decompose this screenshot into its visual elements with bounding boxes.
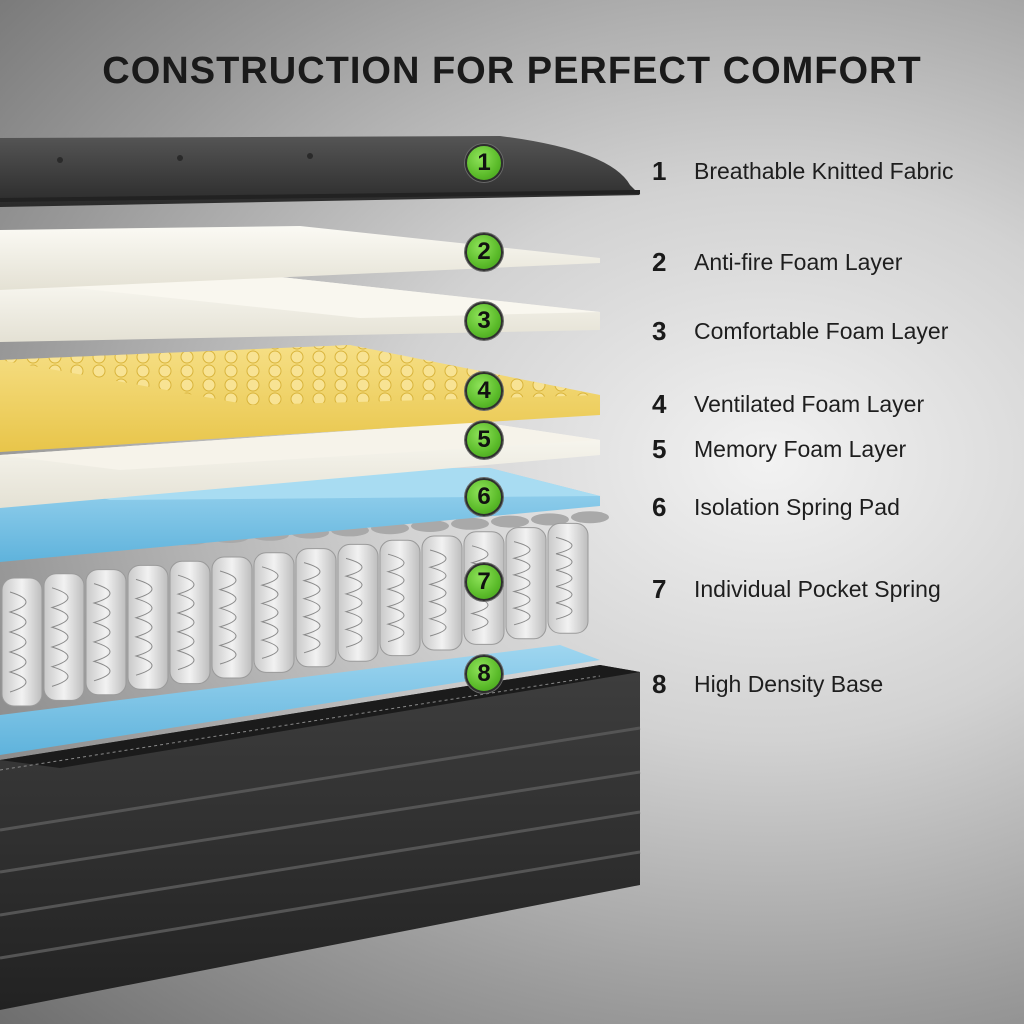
layer-badge: 1 — [465, 144, 503, 182]
legend-label: Anti-fire Foam Layer — [694, 248, 903, 275]
legend-item: 3 Comfortable Foam Layer — [652, 311, 948, 351]
legend-label: Isolation Spring Pad — [694, 493, 900, 520]
legend-item: 2 Anti-fire Foam Layer — [652, 242, 902, 282]
pocket-spring — [505, 527, 547, 640]
legend-number: 2 — [652, 246, 667, 277]
spring-coil — [218, 570, 237, 665]
pocket-spring — [127, 564, 169, 690]
legend-number: 4 — [652, 388, 667, 419]
layer-base-pad — [0, 645, 600, 755]
legend-number: 1 — [652, 155, 667, 186]
legend-number: 5 — [652, 433, 667, 464]
legend-item: 1 Breathable Knitted Fabric — [652, 151, 954, 191]
legend-label: Ventilated Foam Layer — [694, 390, 925, 417]
pocket-spring — [547, 522, 589, 634]
page-title: CONSTRUCTION FOR PERFECT COMFORT — [102, 50, 922, 92]
layer-badge: 4 — [465, 372, 503, 410]
layer-comfortable-foam — [0, 272, 600, 342]
spring-coil — [176, 574, 195, 671]
pocket-spring — [295, 548, 337, 668]
spring-top — [491, 515, 529, 528]
legend-number: 3 — [652, 315, 667, 346]
pocket-spring — [43, 573, 85, 701]
pocket-spring — [85, 569, 127, 696]
spring-coil — [8, 591, 27, 693]
legend-item: 7 Individual Pocket Spring — [652, 569, 941, 609]
legend-number: 8 — [652, 668, 667, 699]
spring-top — [451, 517, 489, 530]
spring-top — [571, 511, 609, 524]
spring-coil — [302, 562, 321, 654]
legend-label: Individual Pocket Spring — [694, 575, 941, 602]
pocket-spring — [169, 560, 211, 685]
layer-anti-fire-foam — [0, 226, 600, 290]
layer-badge: 2 — [465, 233, 503, 271]
spring-coil — [512, 541, 531, 626]
spring-coil — [134, 578, 153, 676]
pocket-spring — [211, 556, 253, 679]
spring-top — [531, 513, 569, 526]
legend-item: 4 Ventilated Foam Layer — [652, 384, 924, 424]
layer-badge: 5 — [465, 421, 503, 459]
legend-label: Breathable Knitted Fabric — [694, 157, 954, 184]
pocket-spring — [337, 543, 379, 662]
legend-label: Memory Foam Layer — [694, 435, 907, 462]
pocket-spring — [1, 577, 43, 707]
legend-item: 5 Memory Foam Layer — [652, 429, 906, 469]
spring-coil — [555, 536, 573, 620]
legend-number: 7 — [652, 573, 667, 604]
spring-coil — [50, 587, 69, 687]
legend-label: High Density Base — [694, 670, 884, 697]
legend-item: 8 High Density Base — [652, 664, 883, 704]
legend-label: Comfortable Foam Layer — [694, 317, 949, 344]
spring-coil — [344, 557, 363, 648]
spring-coil — [260, 566, 279, 659]
layer-badge: 3 — [465, 302, 503, 340]
layer-knitted-fabric — [0, 136, 641, 207]
spring-coil — [92, 583, 111, 682]
layer-ventilated-foam — [0, 345, 600, 452]
spring-coil — [428, 549, 447, 637]
layer-badge: 6 — [465, 478, 503, 516]
pocket-spring — [379, 539, 421, 657]
layer-memory-foam — [0, 422, 600, 508]
legend-item: 6 Isolation Spring Pad — [652, 487, 900, 527]
layer-badge: 7 — [465, 563, 503, 601]
pocket-spring — [253, 552, 295, 673]
spring-top — [411, 520, 449, 532]
legend-number: 6 — [652, 491, 667, 522]
pocket-spring — [421, 535, 463, 651]
spring-coil — [386, 553, 405, 643]
layer-badge: 8 — [465, 655, 503, 693]
